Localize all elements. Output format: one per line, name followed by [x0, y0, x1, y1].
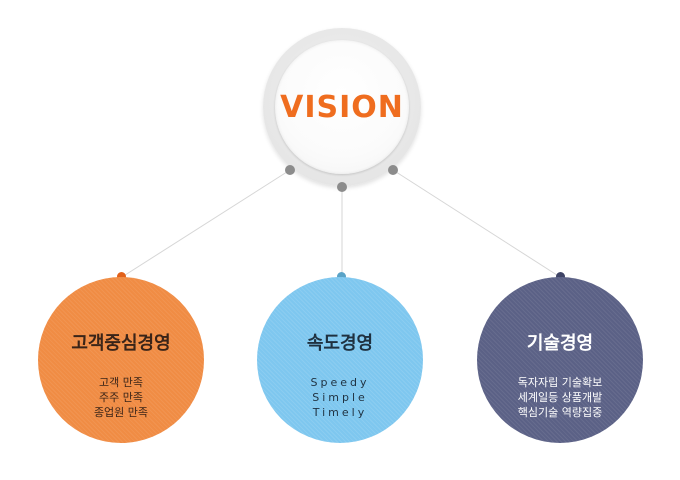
technology-management-line: 독자자립 기술확보 [517, 376, 603, 389]
speed-management-line: Timely [312, 406, 368, 419]
hub-dot-right [388, 165, 398, 175]
vision-hub-inner: VISION [275, 40, 409, 174]
customer-focus-line: 주주 만족 [99, 391, 143, 404]
speed-management-line: Speedy [310, 376, 370, 389]
speed-management-circle: 속도경영 Speedy Simple Timely [257, 277, 423, 443]
customer-focus-line: 고객 만족 [99, 376, 143, 389]
speed-management-line: Simple [312, 391, 368, 404]
hub-dot-center [337, 182, 347, 192]
vision-hub: VISION [263, 28, 421, 186]
connector-line-right [392, 169, 561, 278]
customer-focus-line: 종업원 만족 [93, 406, 149, 419]
customer-focus-heading: 고객중심경영 [71, 333, 171, 354]
node-dot-navy [556, 272, 565, 281]
node-dot-orange [117, 272, 126, 281]
technology-management-heading: 기술경영 [526, 333, 594, 354]
speed-management-heading: 속도경영 [306, 333, 374, 354]
hub-dot-left [285, 165, 295, 175]
technology-management-line: 세계일등 상품개발 [517, 391, 603, 404]
customer-focus-circle: 고객중심경영 고객 만족 주주 만족 종업원 만족 [38, 277, 204, 443]
connector-line-left [121, 169, 291, 278]
technology-management-circle: 기술경영 독자자립 기술확보 세계일등 상품개발 핵심기술 역량집중 [477, 277, 643, 443]
node-dot-blue [337, 272, 346, 281]
technology-management-line: 핵심기술 역량집중 [517, 406, 603, 419]
vision-title: VISION [280, 89, 404, 125]
